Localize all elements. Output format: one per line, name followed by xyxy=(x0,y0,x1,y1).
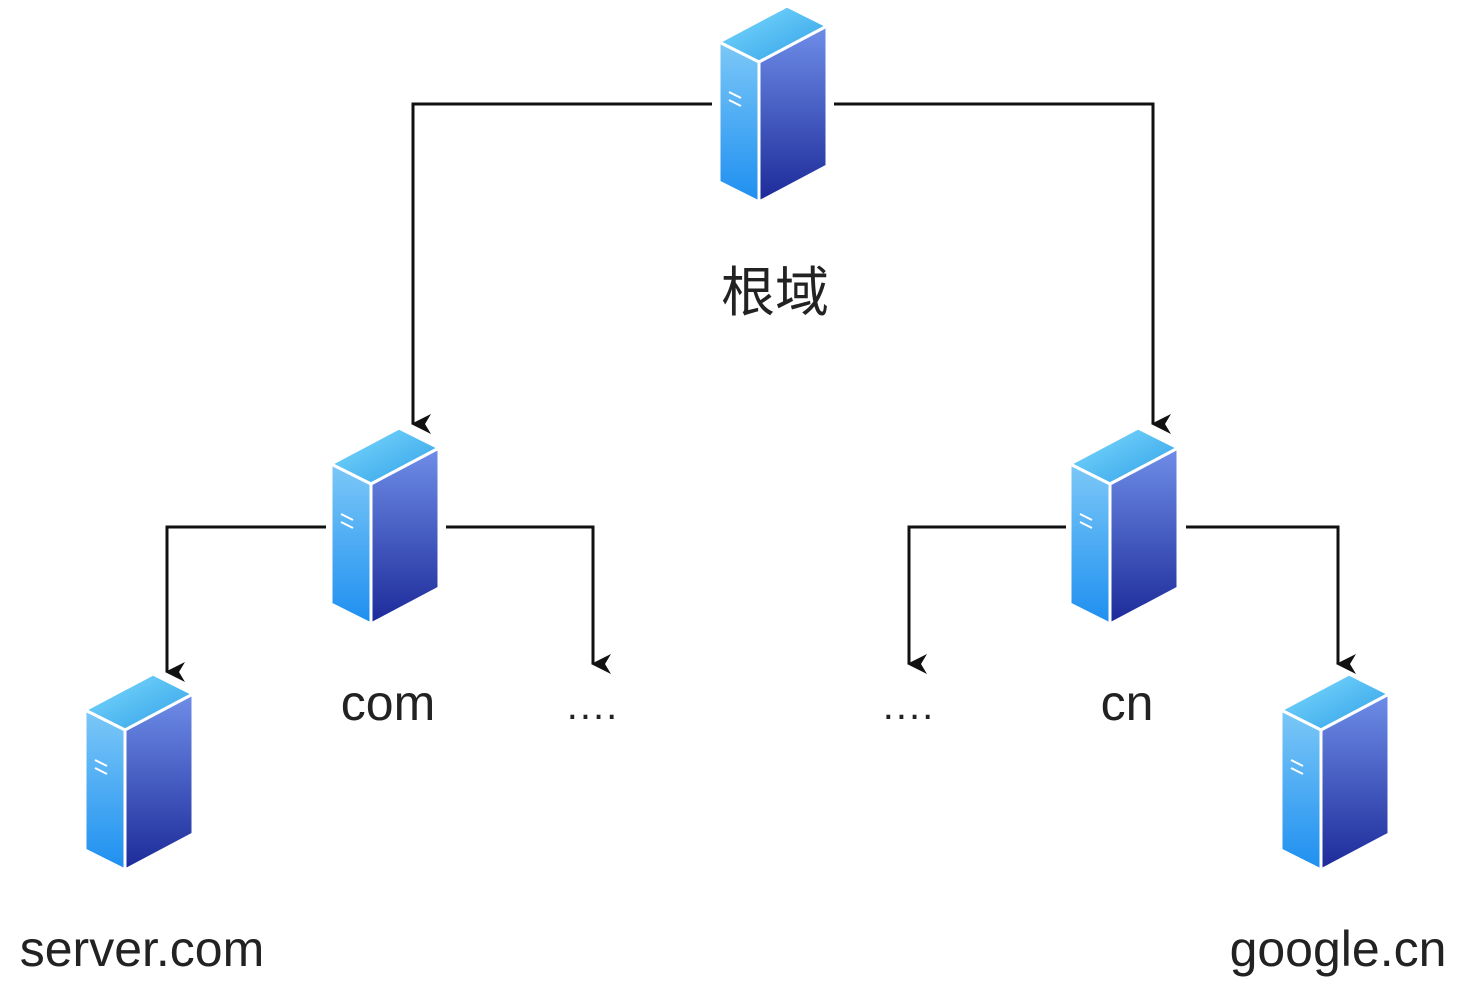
com-domain-label: com xyxy=(340,675,436,731)
edge-root-com xyxy=(411,102,712,434)
server-icon[interactable] xyxy=(83,672,195,872)
server-com-label: server.com xyxy=(19,921,265,977)
com-more-placeholder: .... xyxy=(566,684,620,728)
edges xyxy=(165,102,1356,682)
edge-com-server-com xyxy=(165,525,326,682)
edge-cn-more xyxy=(907,525,1066,674)
cn-more-placeholder: .... xyxy=(882,684,936,728)
server-icon[interactable] xyxy=(1279,672,1391,872)
edge-cn-google-cn xyxy=(1186,525,1356,674)
edge-root-cn xyxy=(834,102,1171,434)
edge-com-more xyxy=(446,525,611,674)
server-icon[interactable] xyxy=(717,4,829,204)
google-cn-label: google.cn xyxy=(1229,921,1447,977)
root-domain-label: 根域 xyxy=(721,261,829,324)
server-icon[interactable] xyxy=(329,426,441,626)
server-icon[interactable] xyxy=(1068,426,1180,626)
cn-domain-label: cn xyxy=(1100,675,1154,731)
